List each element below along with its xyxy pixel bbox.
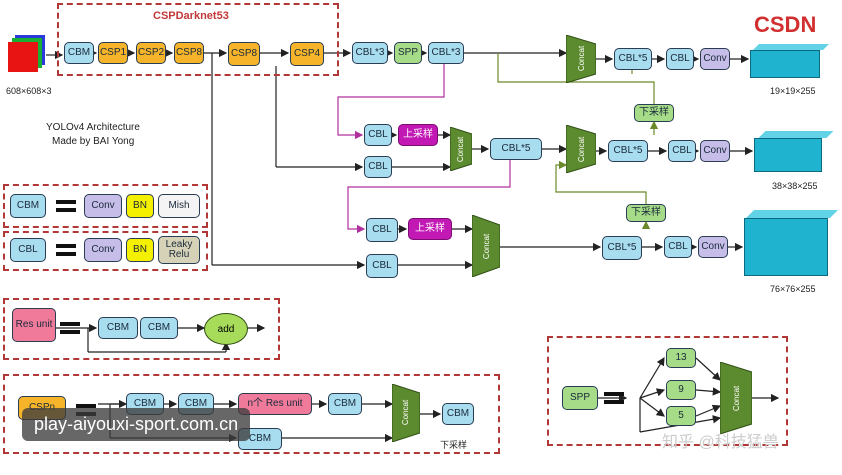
legend-res-cbm-a: CBM bbox=[98, 317, 138, 339]
legend-spp: SPP bbox=[562, 386, 598, 410]
conv-head-mid: Conv bbox=[700, 140, 730, 162]
concat-mid-right-label: Concat bbox=[577, 136, 587, 163]
legend-cbl-bn: BN bbox=[126, 238, 154, 262]
legend-add-node: add bbox=[204, 313, 248, 345]
input-size-label: 608×608×3 bbox=[6, 86, 52, 96]
backbone-csp8-b: CSP8 bbox=[228, 42, 260, 66]
legend-cbm-mish: Mish bbox=[158, 194, 200, 218]
cbl-bottom-a: CBL bbox=[366, 218, 398, 242]
concat-mid-label: Concat bbox=[456, 136, 466, 163]
legend-cspn-cbm-out: CBM bbox=[442, 403, 474, 425]
cbl-bottom-b: CBL bbox=[366, 254, 398, 278]
cbl5-mid-a: CBL*5 bbox=[490, 138, 542, 160]
output-19-tensor bbox=[750, 50, 820, 78]
concat-bottom-label: Concat bbox=[482, 233, 492, 260]
cbl5-bottom: CBL*5 bbox=[602, 236, 642, 260]
upsample-mid: 上采样 bbox=[398, 124, 438, 146]
conv-head-top: Conv bbox=[700, 48, 730, 70]
cbl-head-mid: CBL bbox=[668, 140, 696, 162]
output-38-label: 38×38×255 bbox=[772, 181, 818, 191]
output-76-label: 76×76×255 bbox=[770, 284, 816, 294]
caption-title: YOLOv4 Architecture bbox=[46, 122, 140, 133]
output-19-label: 19×19×255 bbox=[770, 86, 816, 96]
legend-res-unit: Res unit bbox=[12, 308, 56, 342]
output-76-top bbox=[746, 210, 838, 218]
watermark-site: play-aiyouxi-sport.com.cn bbox=[22, 408, 251, 441]
legend-cspn-cbm-c: CBM bbox=[328, 393, 362, 415]
cbl5-mid-b: CBL*5 bbox=[608, 140, 648, 162]
concat-mid-right bbox=[566, 125, 596, 173]
cbl-head-bottom: CBL bbox=[664, 236, 692, 258]
input-image-layer-front bbox=[8, 42, 38, 72]
cbl5-top: CBL*5 bbox=[614, 48, 652, 70]
backbone-csp4: CSP4 bbox=[290, 42, 324, 66]
legend-cspn-region bbox=[3, 374, 500, 454]
backbone-title: CSPDarknet53 bbox=[153, 10, 229, 22]
legend-res-equals bbox=[60, 322, 80, 334]
concat-bottom bbox=[472, 215, 500, 277]
cbl3-top-b: CBL*3 bbox=[428, 42, 464, 64]
output-38-tensor bbox=[754, 138, 822, 172]
cspdarknet53-region bbox=[57, 3, 339, 76]
upsample-bottom: 上采样 bbox=[408, 218, 452, 240]
cbl-head-top: CBL bbox=[666, 48, 694, 70]
downsample-top: 下采样 bbox=[634, 104, 674, 122]
backbone-csp8-a: CSP8 bbox=[174, 42, 204, 64]
watermark-zhihu: 知乎 @科技猛兽 bbox=[662, 434, 779, 451]
legend-cspn-downsample-label: 下采样 bbox=[440, 440, 468, 450]
output-38-top bbox=[758, 131, 834, 138]
legend-cbl: CBL bbox=[10, 238, 46, 262]
legend-cbl-equals bbox=[56, 244, 76, 256]
legend-spp-concat bbox=[720, 362, 752, 434]
conv-head-bottom: Conv bbox=[698, 236, 728, 258]
legend-cspn-n-res-unit: n个 Res unit bbox=[238, 393, 312, 415]
legend-cbm-bn: BN bbox=[126, 194, 154, 218]
backbone-cbm: CBM bbox=[64, 42, 94, 64]
spp-pool-9: 9 bbox=[666, 380, 696, 400]
legend-spp-equals bbox=[604, 392, 624, 404]
legend-spp-concat-label: Concat bbox=[732, 385, 742, 412]
legend-cspn-concat-label: Concat bbox=[401, 399, 411, 426]
concat-top-label: Concat bbox=[577, 45, 587, 72]
spp-pool-13: 13 bbox=[666, 348, 696, 368]
caption-author: Made by BAI Yong bbox=[52, 136, 135, 147]
legend-cbm: CBM bbox=[10, 194, 46, 218]
legend-cbm-region bbox=[3, 184, 208, 228]
backbone-csp2: CSP2 bbox=[136, 42, 166, 64]
legend-cbm-equals bbox=[56, 200, 76, 212]
concat-top bbox=[566, 35, 596, 83]
legend-spp-region bbox=[547, 336, 788, 446]
output-76-tensor bbox=[744, 218, 828, 276]
spp-pool-5: 5 bbox=[666, 406, 696, 426]
legend-res-unit-region bbox=[3, 298, 280, 360]
backbone-csp1: CSP1 bbox=[98, 42, 128, 64]
output-19-top bbox=[753, 44, 829, 50]
legend-cbl-region bbox=[3, 231, 208, 271]
downsample-bottom: 下采样 bbox=[626, 204, 666, 222]
cbl3-top-a: CBL*3 bbox=[352, 42, 388, 64]
cbl-mid-b: CBL bbox=[364, 156, 392, 178]
cbl-mid-a: CBL bbox=[364, 124, 392, 146]
legend-cspn-concat bbox=[392, 384, 420, 442]
csdn-logo: CSDN bbox=[754, 12, 817, 37]
legend-cbl-leaky-relu: Leaky Relu bbox=[158, 236, 200, 264]
legend-cbm-conv: Conv bbox=[84, 194, 122, 218]
spp-top: SPP bbox=[394, 42, 422, 64]
concat-mid bbox=[450, 127, 472, 171]
legend-res-cbm-b: CBM bbox=[140, 317, 178, 339]
legend-cbl-conv: Conv bbox=[84, 238, 122, 262]
